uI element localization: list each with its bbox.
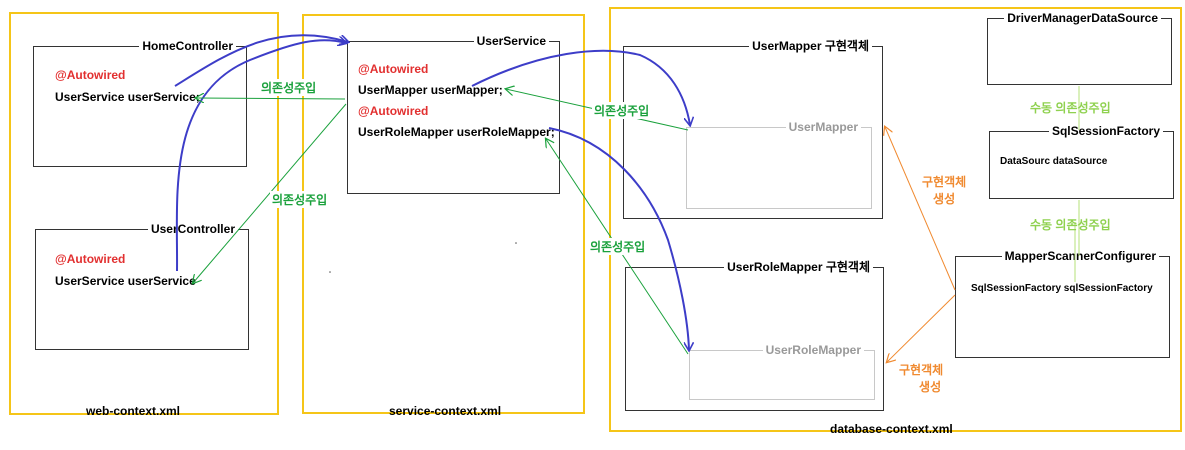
user-mapper-inner-box: UserMapper <box>686 119 872 209</box>
impl-create-arrow-userrolemapper <box>887 294 956 362</box>
service-context-container <box>302 14 585 414</box>
di-service-to-home <box>196 98 346 99</box>
impl-create-label-1-line1: 구현객체 <box>922 175 967 189</box>
user-role-mapper-impl-title: UserRoleMapper 구현객체 <box>724 259 873 275</box>
user-controller-autowired-annotation: @Autowired <box>55 252 126 266</box>
di-label-usermapper: 의존성주입 <box>592 102 652 119</box>
manual-di-label-2: 수동 의존성주입 <box>1030 218 1111 232</box>
user-service-usermapper-field: UserMapper userMapper; <box>358 83 503 97</box>
home-controller-box: HomeController @Autowired UserService us… <box>33 38 247 167</box>
user-role-mapper-inner-title: UserRoleMapper <box>762 342 864 358</box>
user-controller-box: UserController @Autowired UserService us… <box>35 221 249 350</box>
impl-create-label-2: 구현객체 생성 <box>899 362 943 396</box>
database-context-container <box>609 7 1182 432</box>
home-controller-title: HomeController <box>139 38 236 54</box>
home-autowired-annotation: @Autowired <box>55 68 126 82</box>
flow-usercontroller-to-userservice <box>175 40 346 272</box>
di-label-usercontroller: 의존성주입 <box>270 191 330 208</box>
impl-create-label-2-line2: 생성 <box>919 380 942 394</box>
driver-manager-datasource-title: DriverManagerDataSource <box>1004 10 1161 26</box>
di-label-userrolemapper: 의존성주입 <box>588 238 648 255</box>
web-context-label: web-context.xml <box>86 404 181 418</box>
service-context-label: service-context.xml <box>389 404 502 418</box>
flow-userservice-to-userrolemapper <box>548 127 689 350</box>
manual-di-label-1: 수동 의존성주입 <box>1030 101 1111 115</box>
home-userservice-field: UserService userService; <box>55 90 200 104</box>
user-service-autowired-annotation-2: @Autowired <box>358 104 429 118</box>
user-mapper-inner-title: UserMapper <box>785 119 861 135</box>
database-context-label: database-context.xml <box>830 422 953 436</box>
driver-manager-datasource-box: DriverManagerDataSource <box>987 10 1172 85</box>
mapper-scanner-configurer-title: MapperScannerConfigurer <box>1001 248 1159 264</box>
mapper-scanner-sqlsessionfactory-field: SqlSessionFactory sqlSessionFactory <box>971 283 1153 294</box>
user-service-title: UserService <box>473 33 549 49</box>
sql-session-factory-box: SqlSessionFactory DataSourc dataSource <box>989 123 1174 199</box>
web-context-container <box>9 12 279 415</box>
user-service-userrolemapper-field: UserRoleMapper userRoleMapper; <box>358 125 555 139</box>
sql-session-factory-datasource-field: DataSourc dataSource <box>1000 156 1108 167</box>
user-controller-userservice-field: UserService userService <box>55 274 196 288</box>
mapper-scanner-configurer-box: MapperScannerConfigurer SqlSessionFactor… <box>955 248 1170 358</box>
impl-create-label-2-line1: 구현객체 <box>899 363 944 377</box>
impl-create-label-1-line2: 생성 <box>933 192 956 206</box>
impl-create-arrow-usermapper <box>885 127 956 291</box>
user-service-autowired-annotation-1: @Autowired <box>358 62 429 76</box>
user-role-mapper-inner-box: UserRoleMapper <box>689 342 875 400</box>
di-label-home: 의존성주입 <box>259 79 319 96</box>
di-service-to-usercontroller <box>193 103 347 283</box>
impl-create-label-1: 구현객체 생성 <box>922 174 966 208</box>
flow-home-to-userservice <box>174 34 348 87</box>
flow-userservice-to-usermapper <box>471 49 690 125</box>
user-controller-title: UserController <box>147 221 238 237</box>
user-mapper-impl-title: UserMapper 구현객체 <box>749 38 872 54</box>
user-service-box: UserService @Autowired UserMapper userMa… <box>347 33 560 194</box>
